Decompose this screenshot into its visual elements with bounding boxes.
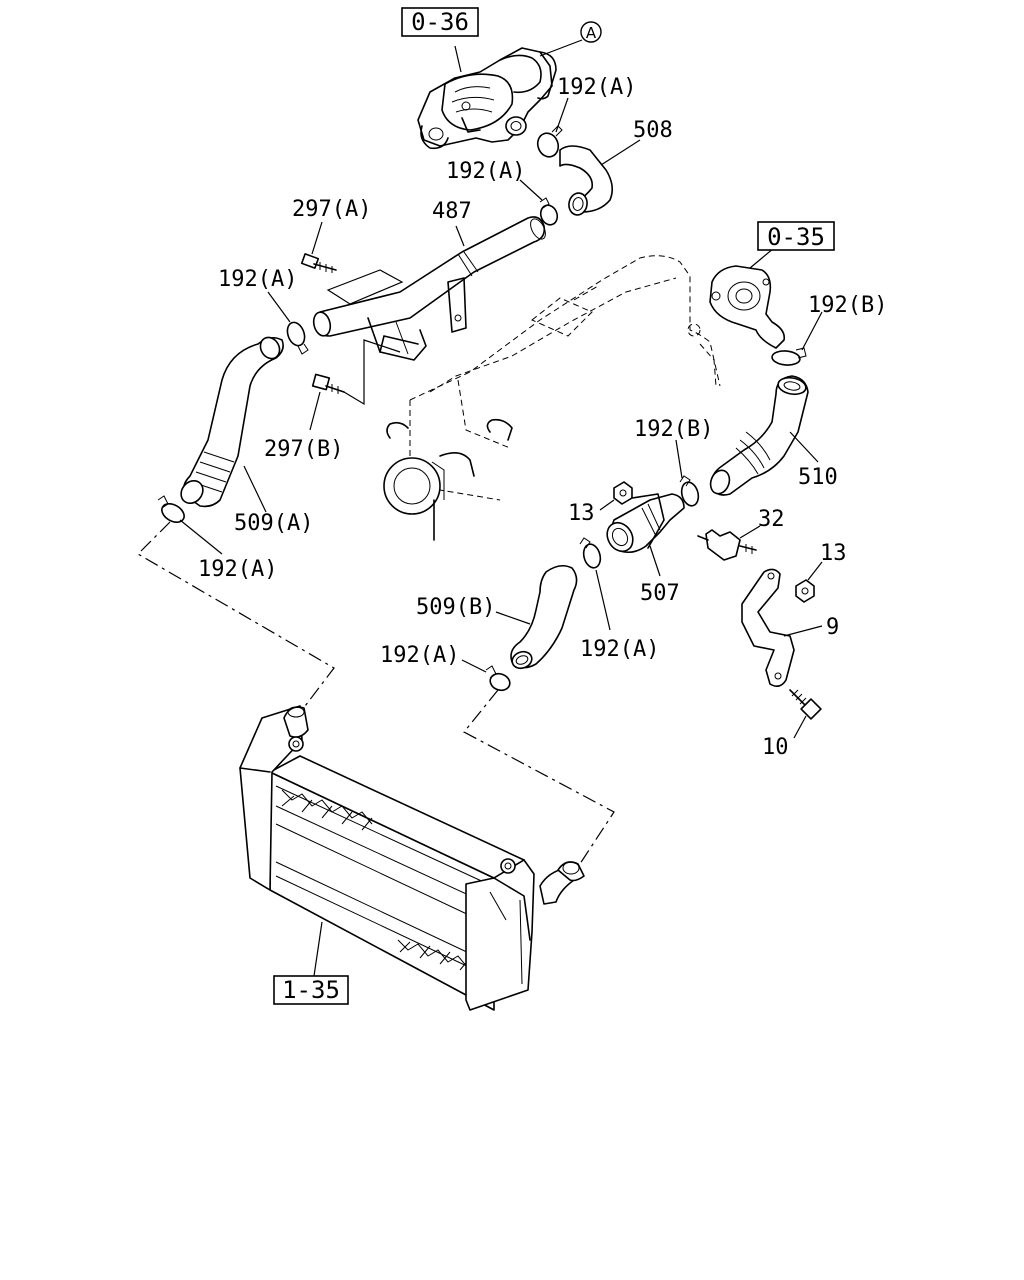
clamp-192a-mid <box>579 537 602 569</box>
label-509b: 509(B) <box>416 595 495 620</box>
label-192a-lower-left: 192(A) <box>198 557 277 582</box>
label-32: 32 <box>758 507 785 532</box>
routing-line-left <box>137 521 335 719</box>
circle-marker-a: A <box>580 21 602 43</box>
turbo-ref-box: 0-36 <box>401 7 479 37</box>
clamp-192a-turbo <box>536 125 563 158</box>
clamp-192a-pipe <box>539 197 559 226</box>
label-13-right: 13 <box>820 541 847 566</box>
label-510: 510 <box>798 465 838 490</box>
label-192a-lower: 192(A) <box>380 643 459 668</box>
label-297b: 297(B) <box>264 437 343 462</box>
label-507: 507 <box>640 581 680 606</box>
throttle-ref-label: 0-35 <box>767 223 825 251</box>
bolt-297b <box>311 373 345 394</box>
hose-509a <box>180 336 284 508</box>
nut-13-left <box>613 481 633 505</box>
label-13-left: 13 <box>568 501 595 526</box>
bracket-9 <box>741 568 795 688</box>
label-192a-pipe: 192(A) <box>446 159 525 184</box>
hose-509b <box>510 564 578 670</box>
label-192a-mid: 192(A) <box>580 637 659 662</box>
label-508: 508 <box>633 118 673 143</box>
turbo-ref-label: 0-36 <box>411 8 469 36</box>
label-297a: 297(A) <box>292 197 371 222</box>
clamp-192a-lower <box>485 665 511 692</box>
clamp-192a-left <box>286 321 309 355</box>
intercooler-ref-label: 1-35 <box>282 976 340 1004</box>
nut-13-right <box>795 579 815 603</box>
label-192b-mid: 192(B) <box>634 417 713 442</box>
clamp-192b-upper <box>771 347 807 366</box>
label-192b-upper: 192(B) <box>808 293 887 318</box>
hose-510 <box>709 375 809 496</box>
label-487: 487 <box>432 199 472 224</box>
label-10: 10 <box>762 735 789 760</box>
engine-block <box>383 255 721 541</box>
bolt-10 <box>789 689 822 720</box>
pipe-487 <box>312 216 546 361</box>
circle-marker-letter: A <box>586 24 597 42</box>
hose-508 <box>559 145 614 216</box>
sensor-32 <box>697 529 757 561</box>
throttle-ref-box: 0-35 <box>757 221 835 251</box>
clamp-192a-lower-left <box>157 495 185 523</box>
intercooler-ref-box: 1-35 <box>273 975 349 1005</box>
label-192a-left: 192(A) <box>218 267 297 292</box>
routing-line-right <box>463 689 615 877</box>
label-509a: 509(A) <box>234 511 313 536</box>
turbocharger <box>417 39 583 150</box>
label-192a-turbo: 192(A) <box>557 75 636 100</box>
throttle-body <box>709 247 786 349</box>
pipe-507 <box>606 493 685 554</box>
label-9: 9 <box>826 615 839 640</box>
clamp-192b-mid <box>679 475 700 507</box>
bolt-297a <box>300 253 337 273</box>
intercooler <box>239 705 585 1011</box>
